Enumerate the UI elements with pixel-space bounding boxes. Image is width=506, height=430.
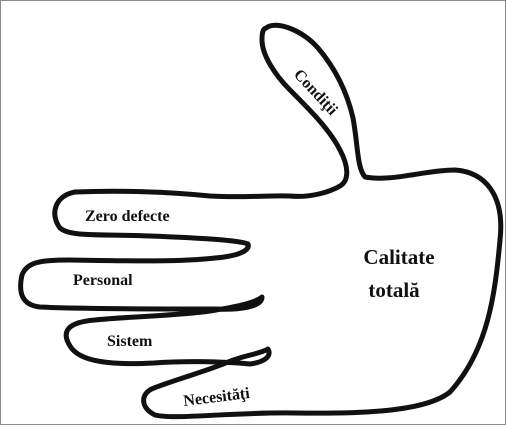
center-label-line2: totală — [368, 278, 420, 302]
center-label-line1: Calitate — [363, 245, 434, 269]
index-finger-label: Zero defecte — [85, 208, 170, 225]
middle-finger-label: Personal — [73, 272, 133, 289]
ring-finger-label: Sistem — [107, 333, 153, 350]
